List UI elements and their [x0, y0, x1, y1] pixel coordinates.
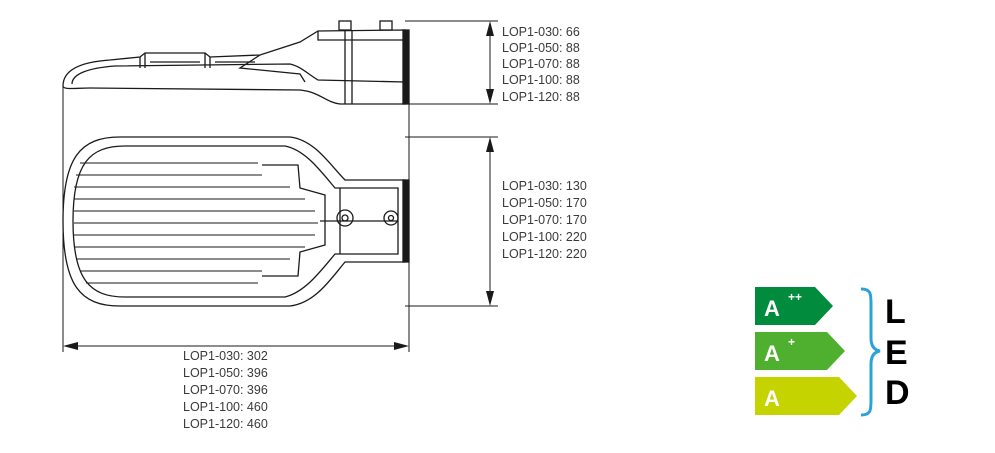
side-view: [62, 20, 410, 105]
curly-brace: [860, 287, 881, 417]
class-letter-2: A: [764, 386, 780, 411]
class-letter-0: A: [764, 296, 780, 321]
dimension-lines: [62, 20, 498, 352]
height-dimension-labels: LOP1-030: 66 LOP1-050: 88 LOP1-070: 88 L…: [502, 25, 580, 104]
energy-class-a: A: [755, 377, 857, 415]
height-label-0: LOP1-030: 66: [502, 25, 580, 39]
energy-class-a-plus: A +: [755, 332, 845, 370]
width-label-4: LOP1-120: 220: [502, 247, 587, 261]
width-label-1: LOP1-050: 170: [502, 196, 587, 210]
led-letter-l: L: [885, 293, 906, 331]
width-label-2: LOP1-070: 170: [502, 213, 587, 227]
length-label-3: LOP1-100: 460: [183, 400, 268, 414]
width-dimension-labels: LOP1-030: 130 LOP1-050: 170 LOP1-070: 17…: [502, 179, 587, 261]
length-label-0: LOP1-030: 302: [183, 349, 268, 363]
top-view: [62, 136, 410, 307]
class-letter-1: A: [764, 341, 780, 366]
height-label-3: LOP1-100: 88: [502, 73, 580, 87]
dimension-arrows: [63, 21, 494, 350]
led-letter-d: D: [885, 374, 910, 412]
height-label-1: LOP1-050: 88: [502, 41, 580, 55]
energy-class-a-plus-plus: A ++: [755, 287, 833, 325]
energy-class-label: A ++ A + A L E D: [755, 287, 910, 417]
bolt-left: [338, 20, 352, 31]
width-label-3: LOP1-100: 220: [502, 230, 587, 244]
length-label-2: LOP1-070: 396: [183, 383, 268, 397]
length-label-1: LOP1-050: 396: [183, 366, 268, 380]
height-label-4: LOP1-120: 88: [502, 90, 580, 104]
length-label-4: LOP1-120: 460: [183, 417, 268, 431]
height-label-2: LOP1-070: 88: [502, 57, 580, 71]
cooling-fins: [74, 162, 318, 284]
width-label-0: LOP1-030: 130: [502, 179, 587, 193]
class-sup-0: ++: [788, 290, 802, 304]
class-sup-1: +: [788, 335, 795, 349]
length-dimension-labels: LOP1-030: 302 LOP1-050: 396 LOP1-070: 39…: [183, 349, 268, 431]
led-letter-e: E: [885, 334, 908, 372]
bolt-right: [379, 20, 393, 31]
